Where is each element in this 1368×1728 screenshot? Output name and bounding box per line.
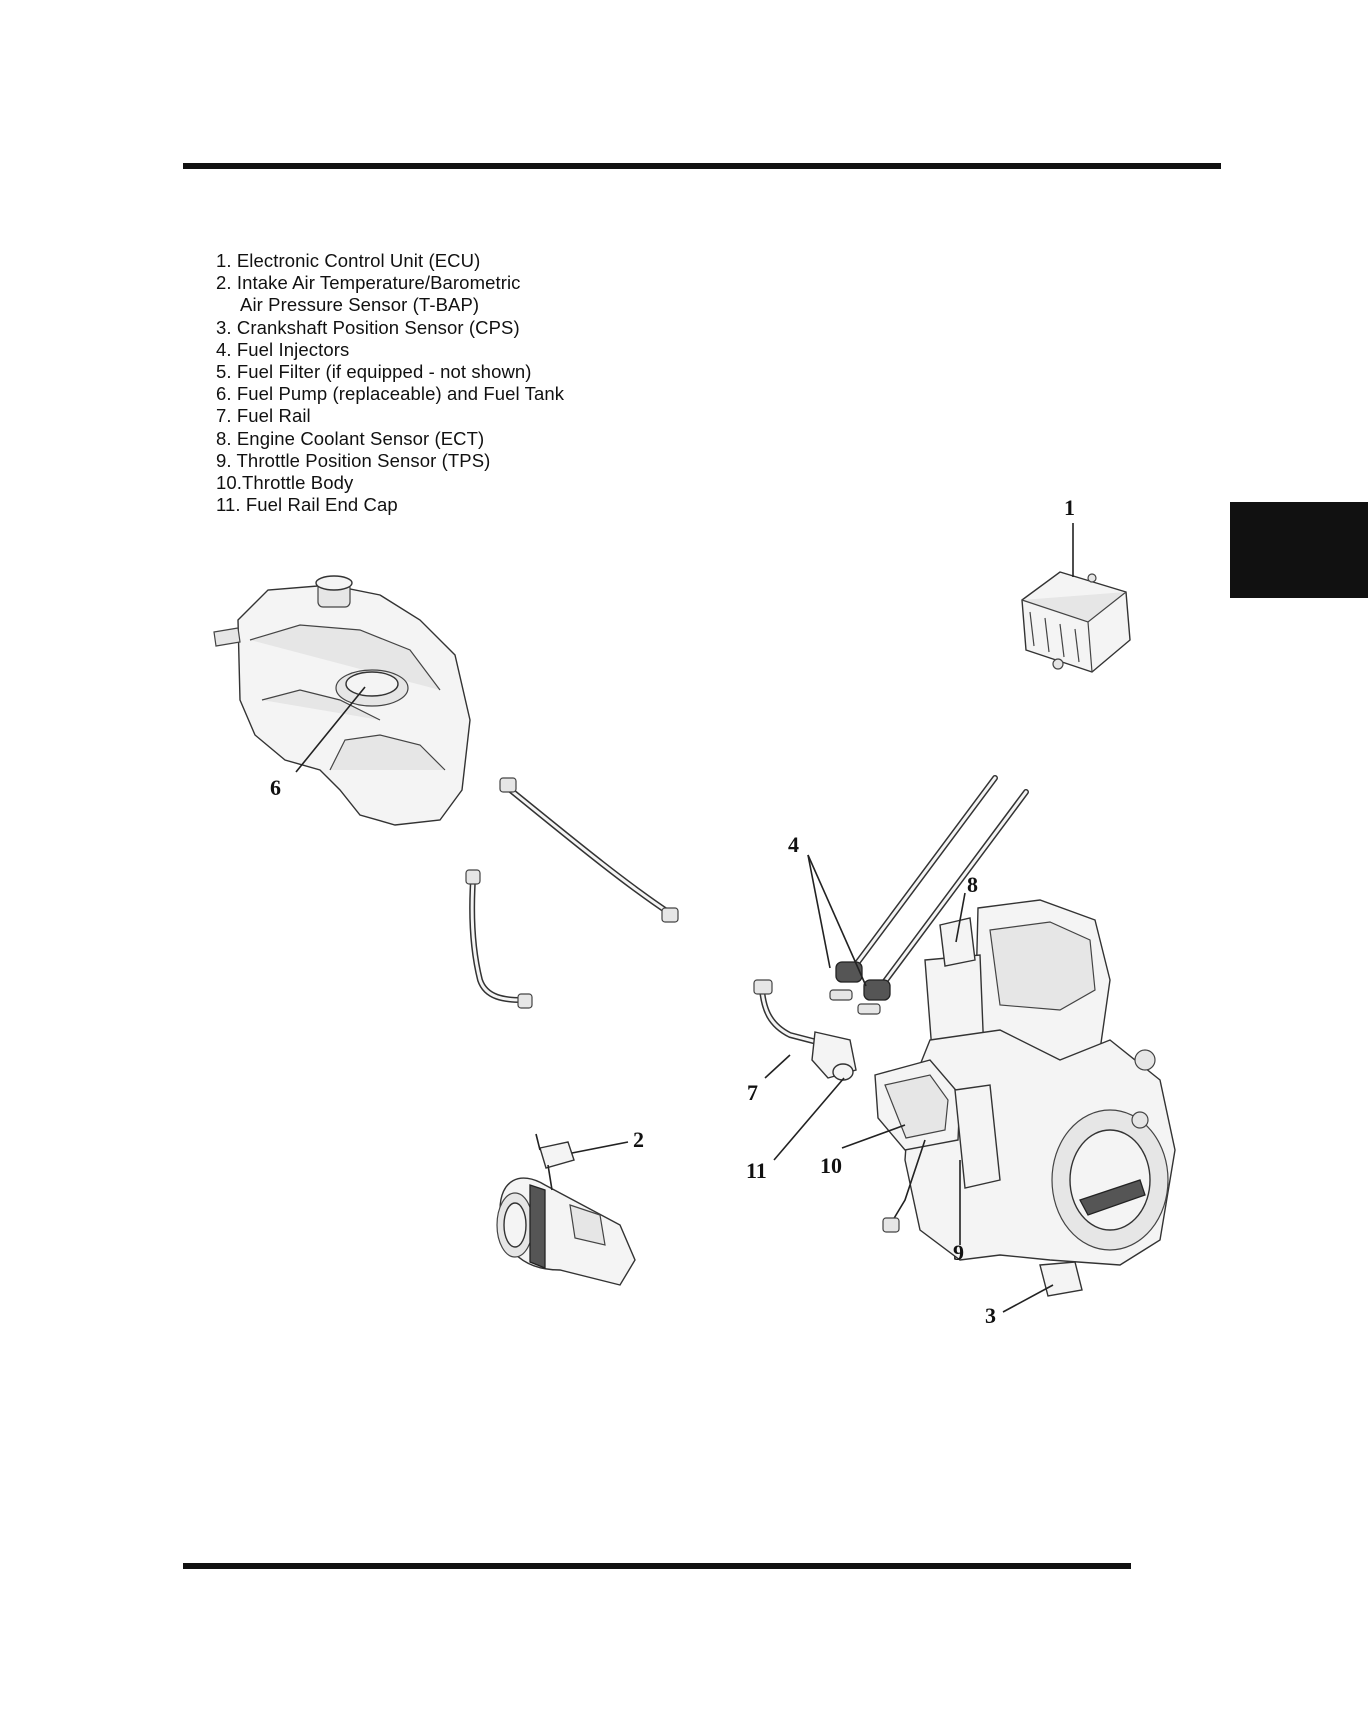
legend-item-4: 4. Fuel Injectors — [216, 338, 350, 360]
legend-item-8: 8. Engine Coolant Sensor (ECT) — [216, 427, 485, 449]
callout-11: 11 — [746, 1158, 767, 1183]
parts-legend: 1. Electronic Control Unit (ECU) 2. Inta… — [216, 250, 564, 516]
callout-6: 6 — [270, 775, 281, 800]
legend-item-5: 5. Fuel Filter (if equipped - not shown) — [216, 361, 532, 383]
header-rule — [183, 163, 1221, 169]
legend-item-9: 9. Throttle Position Sensor (TPS) — [216, 449, 491, 471]
callout-9: 9 — [953, 1240, 964, 1265]
legend-item-10: 10.Throttle Body — [216, 472, 354, 494]
callout-2: 2 — [633, 1127, 644, 1152]
footer-rule — [183, 1563, 1131, 1569]
legend-item-3: 3. Crankshaft Position Sensor (CPS) — [216, 316, 520, 338]
legend-item-2-cont: Air Pressure Sensor (T-BAP) — [240, 294, 480, 316]
ecu-illustration — [1021, 571, 1131, 673]
callout-3: 3 — [985, 1303, 996, 1328]
fuel-tank-illustration — [213, 575, 471, 826]
callout-8: 8 — [967, 872, 978, 897]
legend-item-2: 2. Intake Air Temperature/Barometric — [216, 272, 521, 294]
engine-illustration — [874, 899, 1176, 1297]
tbap-sensor-illustration — [496, 1133, 636, 1286]
callout-7: 7 — [747, 1080, 758, 1105]
callout-1: 1 — [1064, 495, 1075, 520]
legend-item-6: 6. Fuel Pump (replaceable) and Fuel Tank — [216, 383, 565, 405]
fuel-hoses-illustration — [465, 777, 679, 1009]
fuel-rail-illustration — [753, 979, 857, 1081]
section-tab — [1230, 502, 1368, 598]
leader-lines — [295, 523, 1074, 1313]
legend-item-1: 1. Electronic Control Unit (ECU) — [216, 250, 481, 271]
callout-4: 4 — [788, 832, 799, 857]
legend-item-11: 11. Fuel Rail End Cap — [216, 494, 398, 516]
fuel-injectors-illustration — [829, 775, 1029, 1015]
callout-10: 10 — [820, 1153, 842, 1178]
legend-item-7: 7. Fuel Rail — [216, 405, 311, 427]
